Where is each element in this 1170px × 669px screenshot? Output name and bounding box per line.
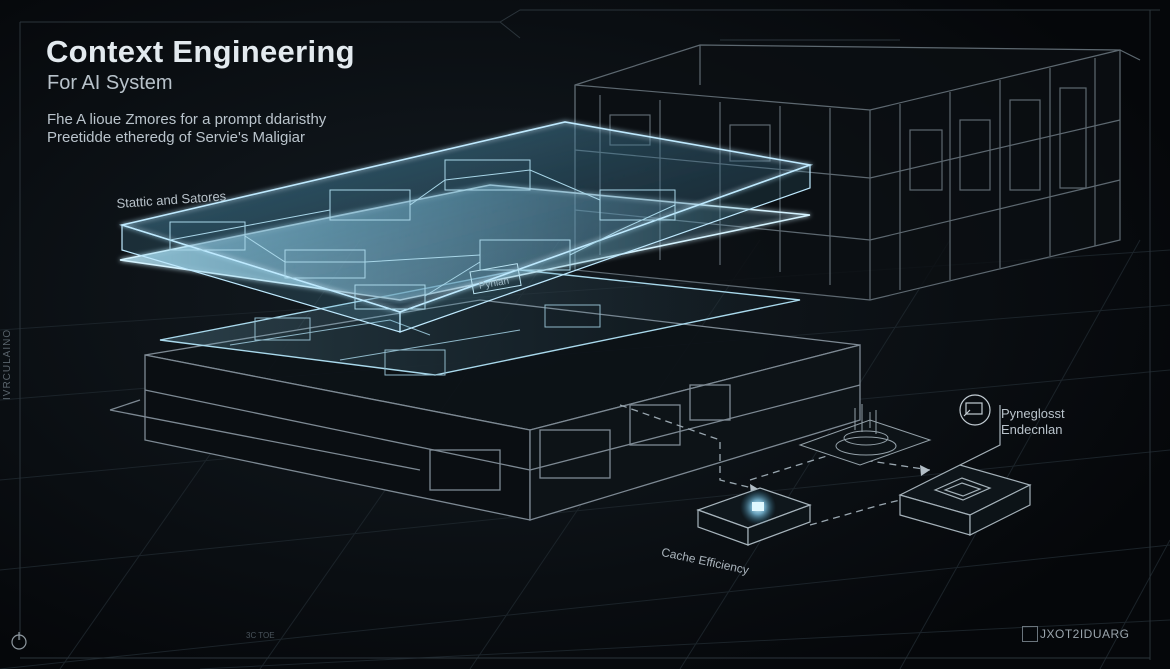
brand-watermark: JXOT2IDUARG <box>1040 627 1130 641</box>
cache-module <box>696 487 812 546</box>
top-layer <box>118 121 814 333</box>
frame-lines <box>19 9 1160 660</box>
brand-logo-icon <box>1022 626 1038 642</box>
server-node <box>898 405 1032 536</box>
tower-module <box>798 404 932 466</box>
power-icon <box>11 632 27 650</box>
node-label-line-2: Endecnlan <box>1001 422 1063 437</box>
page-subtitle: For AI System <box>47 72 173 94</box>
description-line-1: Fhe A lioue Zmores for a prompt ddaristh… <box>47 111 327 128</box>
bottom-mark: 3C TOE <box>246 631 275 640</box>
expand-corner-icon <box>959 394 991 426</box>
node-label-line-1: Pyneglosst <box>1001 406 1065 421</box>
vertical-side-text: IVRCULAINO <box>2 328 13 400</box>
description-line-2: Preetidde etheredg of Servie's Maligiar <box>47 129 306 146</box>
page-title: Context Engineering <box>46 34 355 69</box>
